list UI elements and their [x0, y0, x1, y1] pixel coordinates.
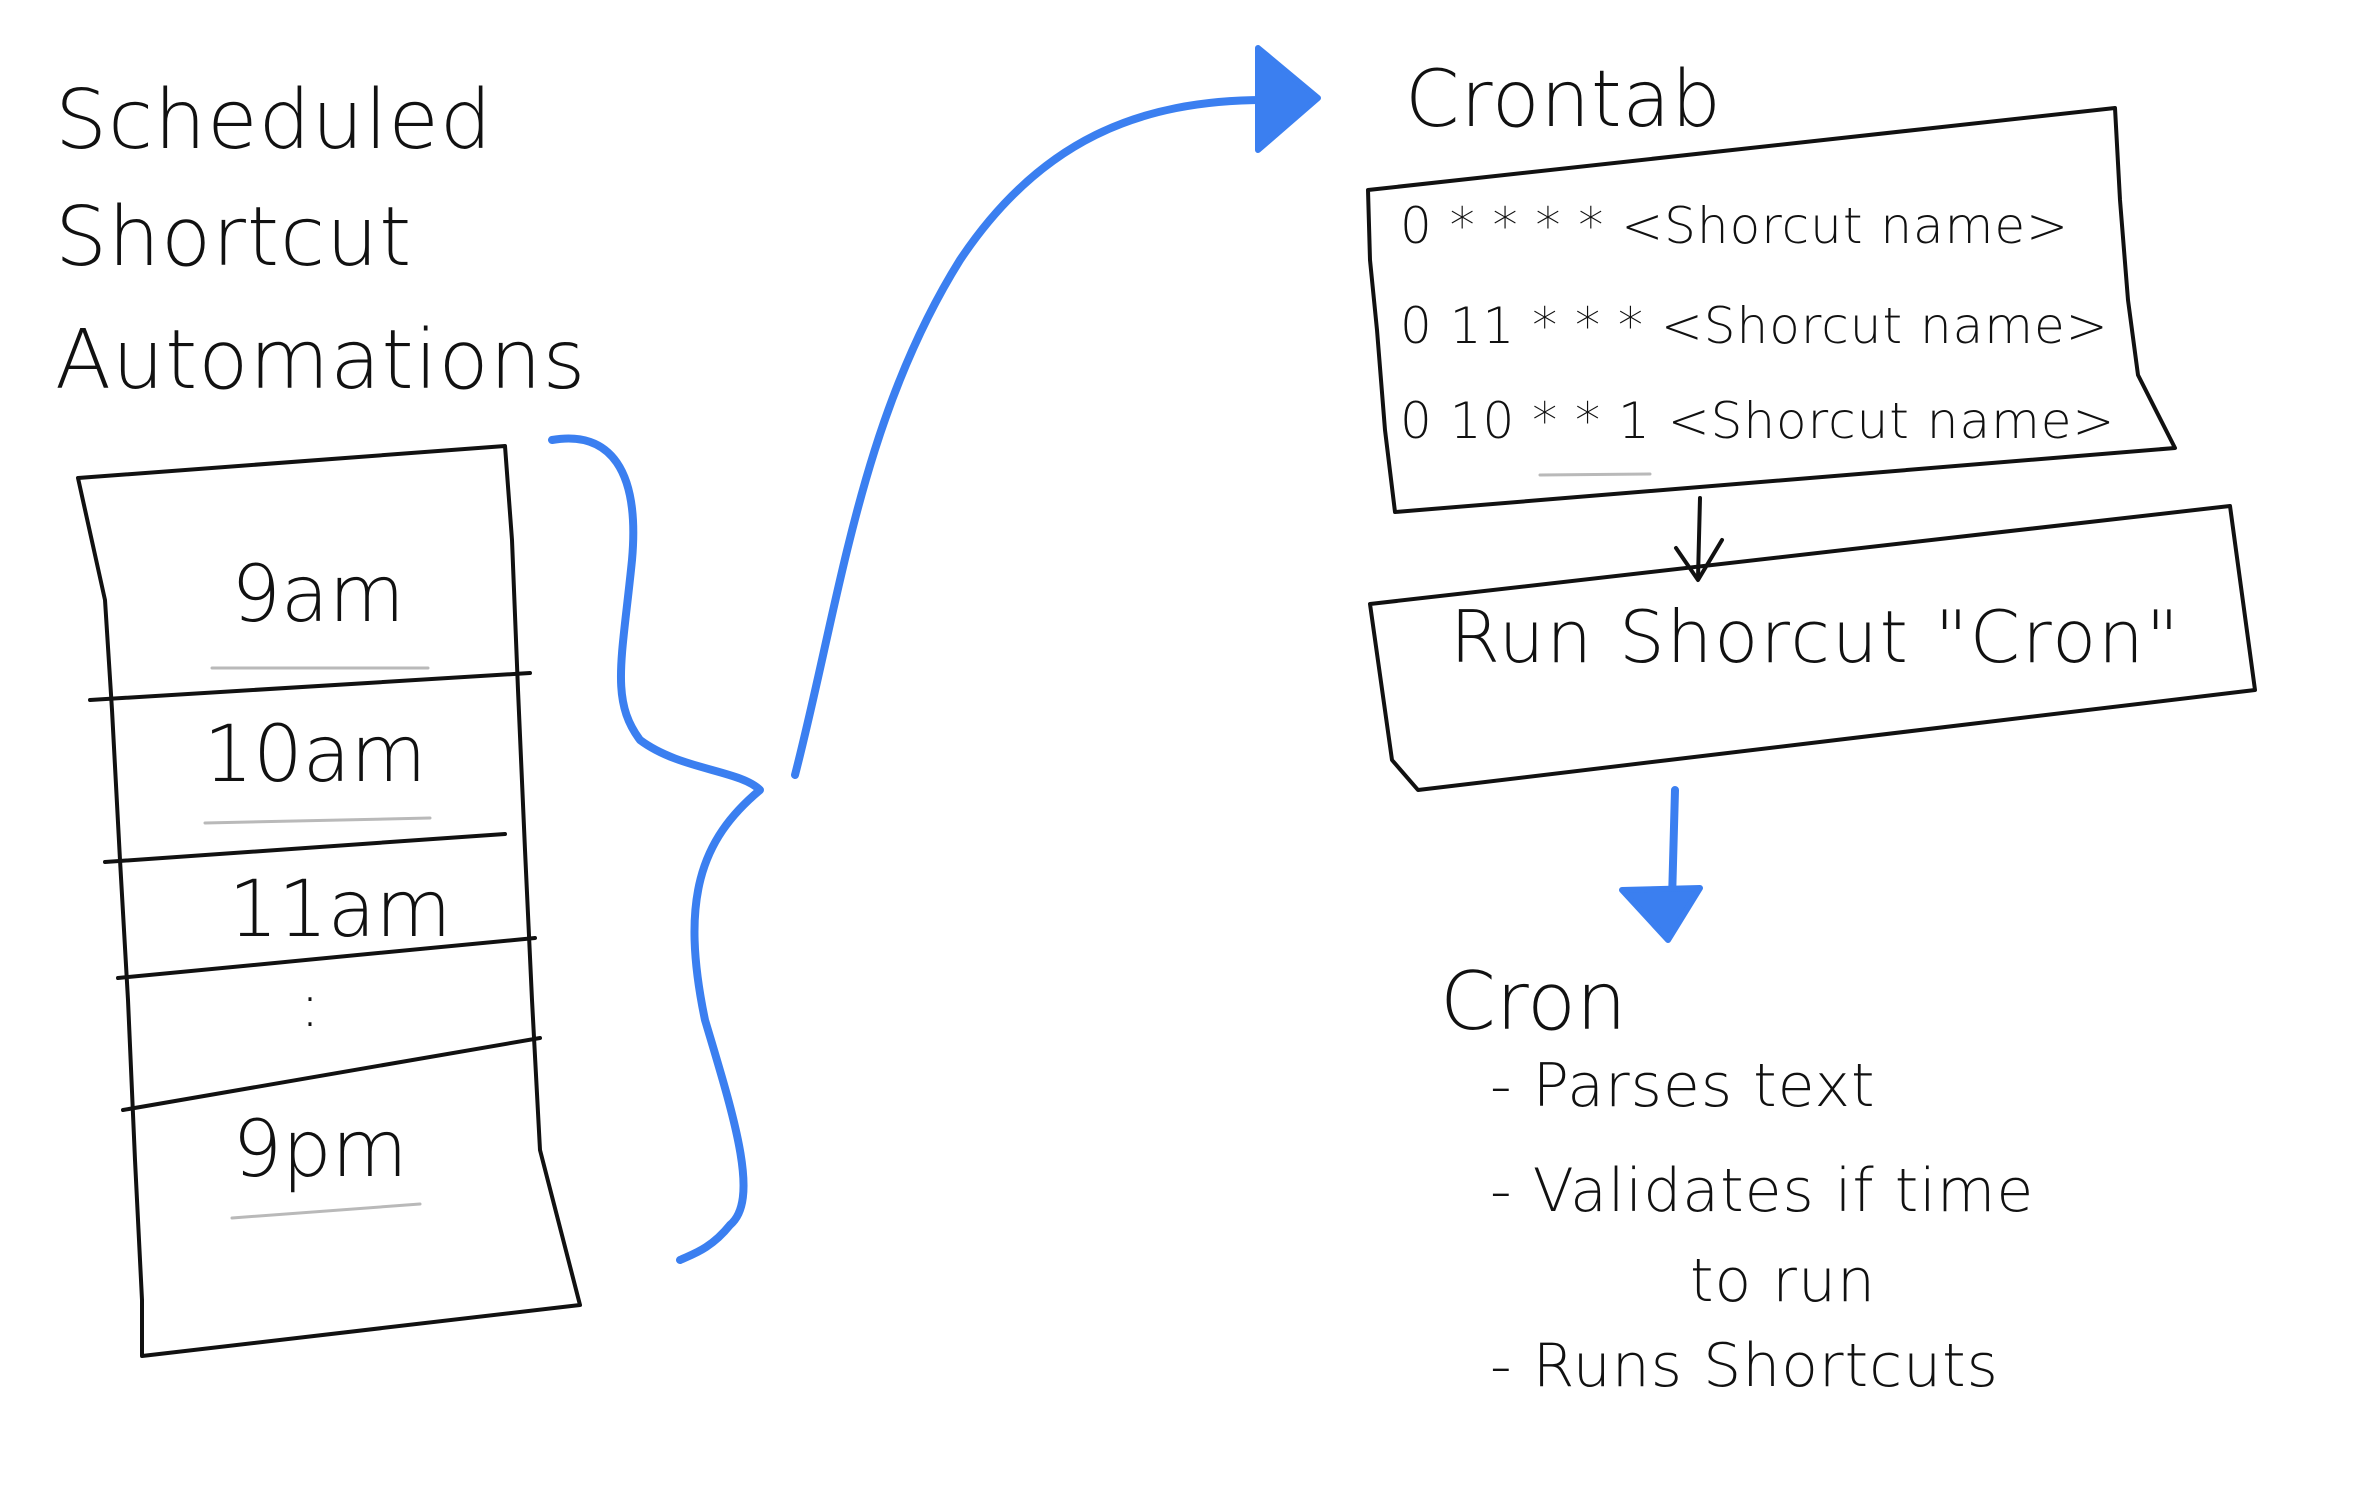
run-box-outline — [1368, 504, 2257, 792]
slot-underlines — [203, 666, 432, 1220]
slot-label-10am: 10am — [203, 710, 427, 800]
crontab-box-outline — [1366, 106, 2177, 514]
curved-arrow-head — [1255, 45, 1321, 153]
cron-line-3: 0 10 * * 1 <Shorcut name> — [1400, 392, 2116, 450]
cron-bullet-validates: - Validates if time — [1490, 1156, 2035, 1226]
cron-line-1: 0 * * * * <Shorcut name> — [1400, 197, 2070, 255]
down-arrow-head — [1619, 885, 1703, 943]
slot-divider-3 — [116, 936, 537, 980]
curly-brace — [548, 434, 764, 1264]
cron-bullet-runs: - Runs Shortcuts — [1490, 1331, 1999, 1401]
schedule-title-line-1: Scheduled — [55, 73, 493, 168]
run-shortcut-label: Run Shorcut "Cron" — [1450, 595, 2181, 679]
slot-divider-4 — [121, 1036, 542, 1112]
cron-line-2: 0 11 * * * <Shorcut name> — [1400, 297, 2109, 355]
schedule-title-line-3: Automations — [55, 313, 587, 408]
slot-underline-2 — [203, 816, 432, 825]
slot-label-ellipsis: : — [299, 971, 321, 1041]
schedule-box — [76, 444, 582, 1358]
down-arrow-line — [1668, 786, 1679, 904]
crontab-title: Crontab — [1405, 55, 1722, 145]
cron-bullet-parses: - Parses text — [1490, 1051, 1876, 1121]
curved-arrow-line — [791, 96, 1269, 779]
schedule-box-outline — [76, 444, 582, 1358]
schedule-title-line-2: Shortcut — [55, 190, 413, 285]
slot-label-9pm: 9pm — [232, 1105, 408, 1195]
cron-title: Cron — [1440, 955, 1627, 1048]
cron-underline — [1538, 472, 1652, 477]
slot-label-9am: 9am — [231, 550, 405, 640]
slot-underline-3 — [230, 1202, 422, 1220]
slot-label-11am: 11am — [228, 865, 452, 955]
slot-divider-1 — [88, 671, 532, 702]
slot-divider-2 — [103, 832, 507, 864]
cron-bullet-validates-cont: to run — [1690, 1246, 1877, 1316]
